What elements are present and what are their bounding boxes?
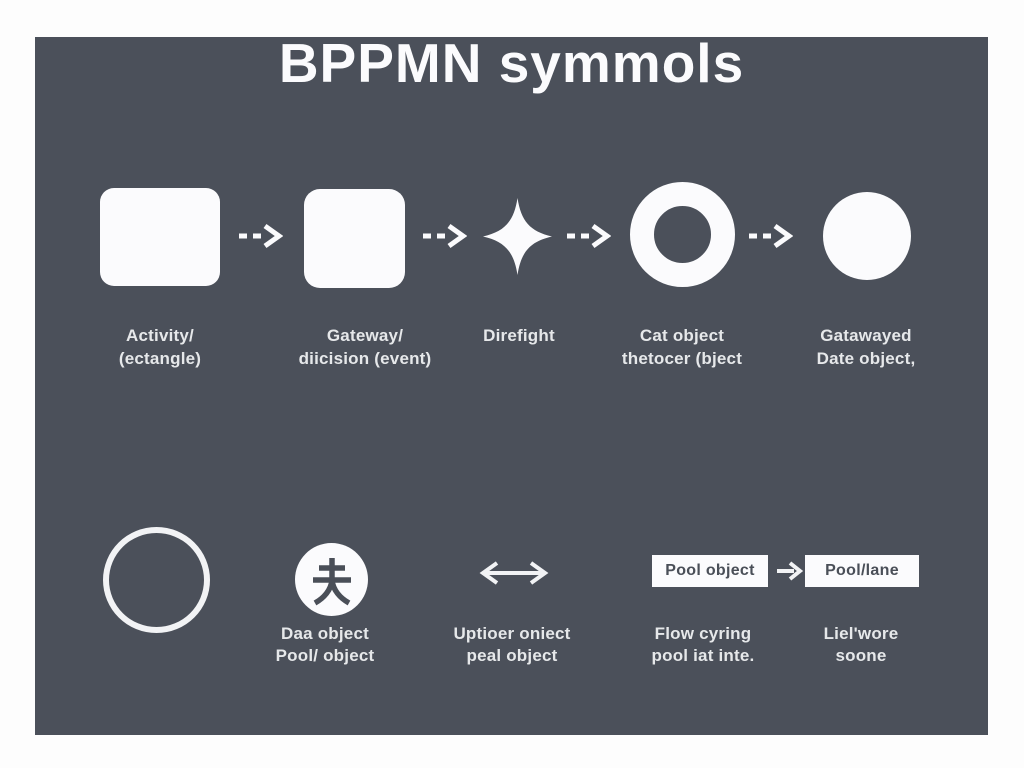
label-gatawayed: Gatawayed Date object, bbox=[816, 326, 916, 368]
pool-lane-box-label: Pool/lane bbox=[825, 562, 899, 579]
page-title: BPPMN symmols bbox=[278, 37, 745, 94]
concave-diamond-shape bbox=[483, 198, 552, 275]
right-arrow-icon bbox=[777, 561, 803, 581]
dashed-arrow-right-icon bbox=[749, 223, 793, 249]
pool-lane-box: Pool/lane bbox=[805, 555, 919, 587]
label-cat-object: Cat object thetocer (bject bbox=[621, 326, 743, 368]
activity-rectangle-shape bbox=[100, 188, 220, 286]
diagram-panel: BPPMN symmols Activity/ (ectangle) Gate bbox=[35, 37, 988, 735]
label-flow-cyring: Flow cyring pool iat inte. bbox=[651, 624, 755, 665]
gateway-square-shape bbox=[304, 189, 405, 288]
label-activity: Activity/ (ectangle) bbox=[118, 326, 202, 368]
label-gateway: Gateway/ diicision (event) bbox=[298, 326, 432, 368]
dashed-arrow-right-icon bbox=[423, 223, 467, 249]
pool-object-box-label: Pool object bbox=[665, 562, 755, 579]
dashed-arrow-right-icon bbox=[567, 223, 611, 249]
left-right-arrow-icon bbox=[479, 561, 549, 585]
pool-object-box: Pool object bbox=[652, 555, 768, 587]
label-daa-object: Daa object Pool/ object bbox=[275, 624, 375, 665]
outlined-circle-shape bbox=[103, 527, 210, 633]
label-direfight: Direfight bbox=[483, 326, 555, 345]
ring-circle-shape bbox=[630, 182, 735, 287]
label-uptioer: Uptioer oniect peal object bbox=[453, 624, 571, 665]
dashed-arrow-right-icon bbox=[239, 223, 283, 249]
kanji-glyph-circle-shape bbox=[295, 543, 368, 616]
filled-circle-shape bbox=[823, 192, 911, 280]
label-lielwore: Liel'wore soone bbox=[823, 624, 899, 665]
kanji-fu-glyph-icon bbox=[312, 557, 351, 605]
